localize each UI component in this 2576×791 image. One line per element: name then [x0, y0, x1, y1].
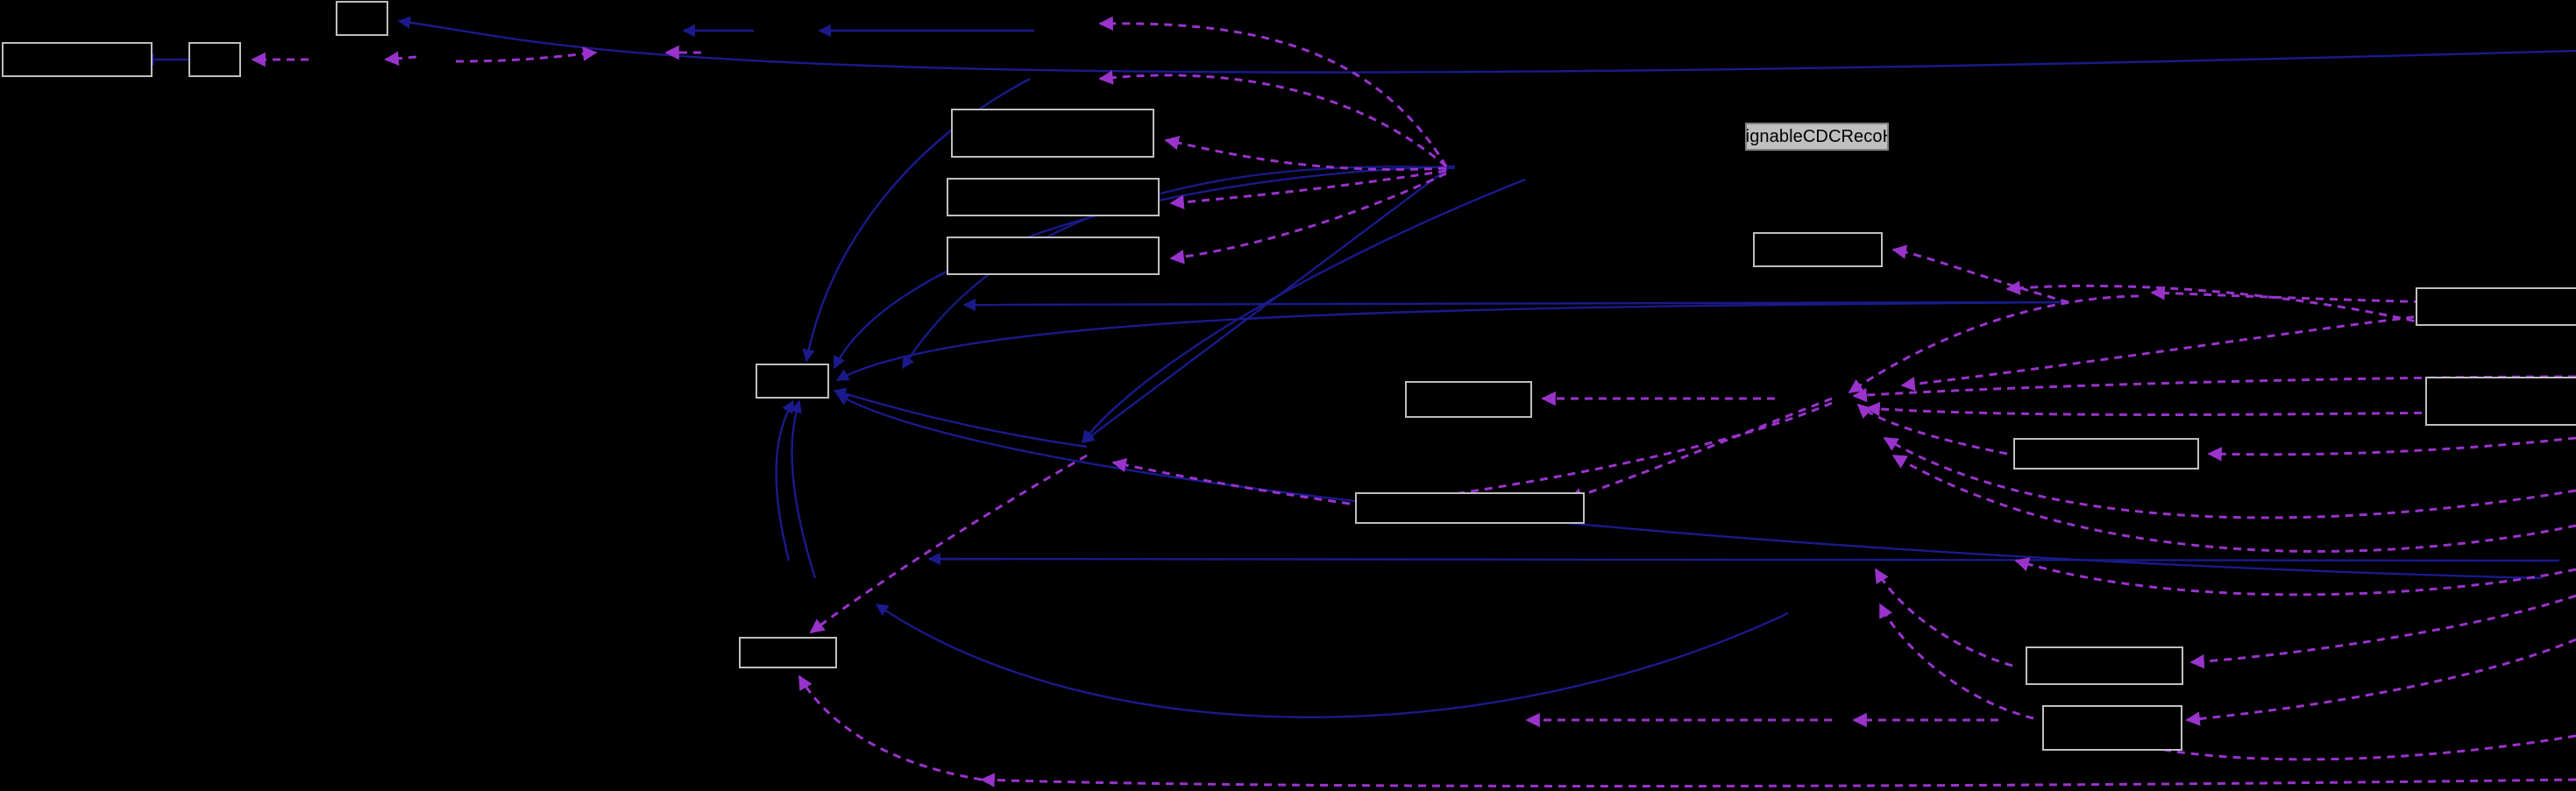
graph-node[interactable] [947, 237, 1160, 275]
graph-node[interactable] [1405, 381, 1532, 418]
node-label: AlignableCDCRecoHit [1745, 127, 1887, 146]
graph-node[interactable] [1355, 492, 1585, 524]
graph-node[interactable] [2042, 705, 2182, 751]
graph-node-highlighted[interactable]: AlignableCDCRecoHit [1745, 123, 1889, 151]
graph-node[interactable] [1753, 232, 1883, 267]
graph-node[interactable] [951, 109, 1154, 158]
graph-node[interactable] [188, 42, 241, 77]
graph-node[interactable] [947, 178, 1160, 216]
graph-node[interactable] [739, 637, 837, 668]
graph-node[interactable] [2, 42, 153, 77]
graph-node[interactable] [756, 364, 829, 399]
graph-node[interactable] [336, 1, 388, 36]
solid-edges [141, 16, 2576, 718]
graph-node[interactable] [2013, 438, 2199, 470]
graph-node[interactable] [2425, 377, 2576, 426]
graph-node[interactable] [2416, 287, 2576, 326]
graph-node[interactable] [2026, 646, 2183, 685]
